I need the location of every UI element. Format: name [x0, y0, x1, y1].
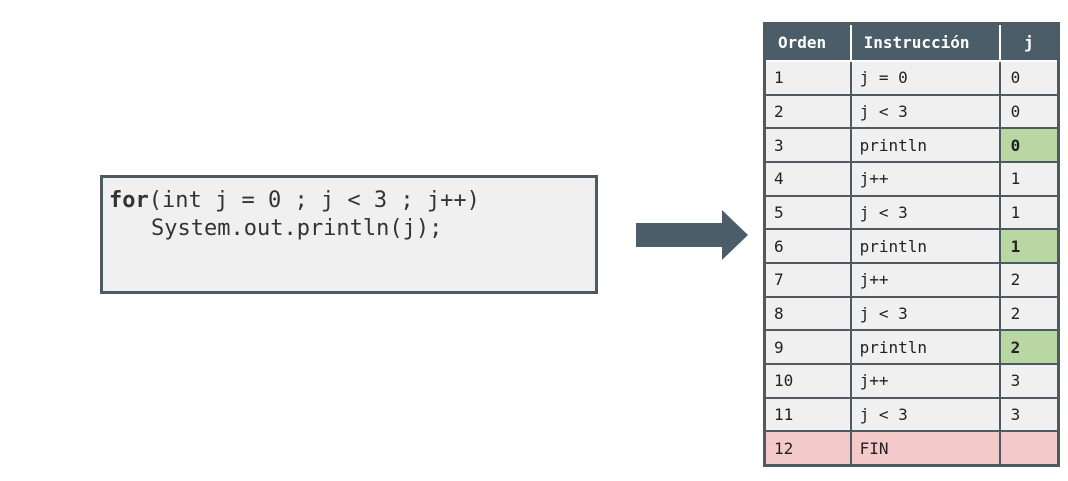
header-orden: Orden	[764, 23, 852, 62]
code-box: for(int j = 0 ; j < 3 ; j++) System.out.…	[100, 175, 598, 294]
right-arrow-icon	[636, 210, 748, 260]
cell-j: 2	[998, 329, 1060, 365]
cell-instruccion: j < 3	[849, 93, 1001, 130]
cell-orden: 7	[763, 261, 852, 298]
cell-j: 3	[998, 396, 1060, 433]
cell-j: 3	[998, 362, 1060, 399]
cell-instruccion: j++	[849, 362, 1001, 399]
for-keyword: for	[109, 188, 149, 213]
for-header: (int j = 0 ; j < 3 ; j++)	[148, 188, 480, 213]
cell-j	[998, 430, 1060, 467]
cell-instruccion: j < 3	[849, 295, 1001, 332]
cell-instruccion: j++	[849, 261, 1001, 298]
cell-j: 0	[998, 60, 1060, 96]
cell-orden: 10	[763, 362, 852, 399]
code-line-2: System.out.println(j);	[151, 216, 443, 241]
header-j: j	[999, 23, 1059, 62]
cell-orden: 6	[763, 228, 852, 264]
cell-orden: 5	[763, 194, 852, 231]
cell-j: 0	[998, 93, 1060, 130]
cell-orden: 9	[763, 329, 852, 365]
cell-instruccion: j++	[849, 160, 1001, 197]
cell-j: 2	[998, 295, 1060, 332]
cell-j: 2	[998, 261, 1060, 298]
cell-instruccion: println	[849, 228, 1001, 264]
cell-orden: 2	[763, 93, 852, 130]
cell-orden: 12	[763, 430, 852, 467]
cell-j: 1	[998, 194, 1060, 231]
cell-instruccion: j < 3	[849, 194, 1001, 231]
header-instruccion: Instrucción	[850, 23, 1001, 62]
cell-j: 1	[998, 160, 1060, 197]
cell-instruccion: j < 3	[849, 396, 1001, 433]
cell-orden: 11	[763, 396, 852, 433]
cell-orden: 8	[763, 295, 852, 332]
cell-j: 1	[998, 228, 1060, 264]
cell-instruccion: println	[849, 329, 1001, 365]
cell-instruccion: j = 0	[849, 60, 1001, 96]
cell-instruccion: println	[849, 127, 1001, 163]
cell-orden: 1	[763, 60, 852, 96]
code-line-1: for(int j = 0 ; j < 3 ; j++)	[109, 187, 480, 215]
cell-orden: 3	[763, 127, 852, 163]
cell-instruccion: FIN	[849, 430, 1001, 467]
cell-j: 0	[998, 127, 1060, 163]
table-header-row: Orden Instrucción j	[764, 23, 1059, 62]
cell-orden: 4	[763, 160, 852, 197]
